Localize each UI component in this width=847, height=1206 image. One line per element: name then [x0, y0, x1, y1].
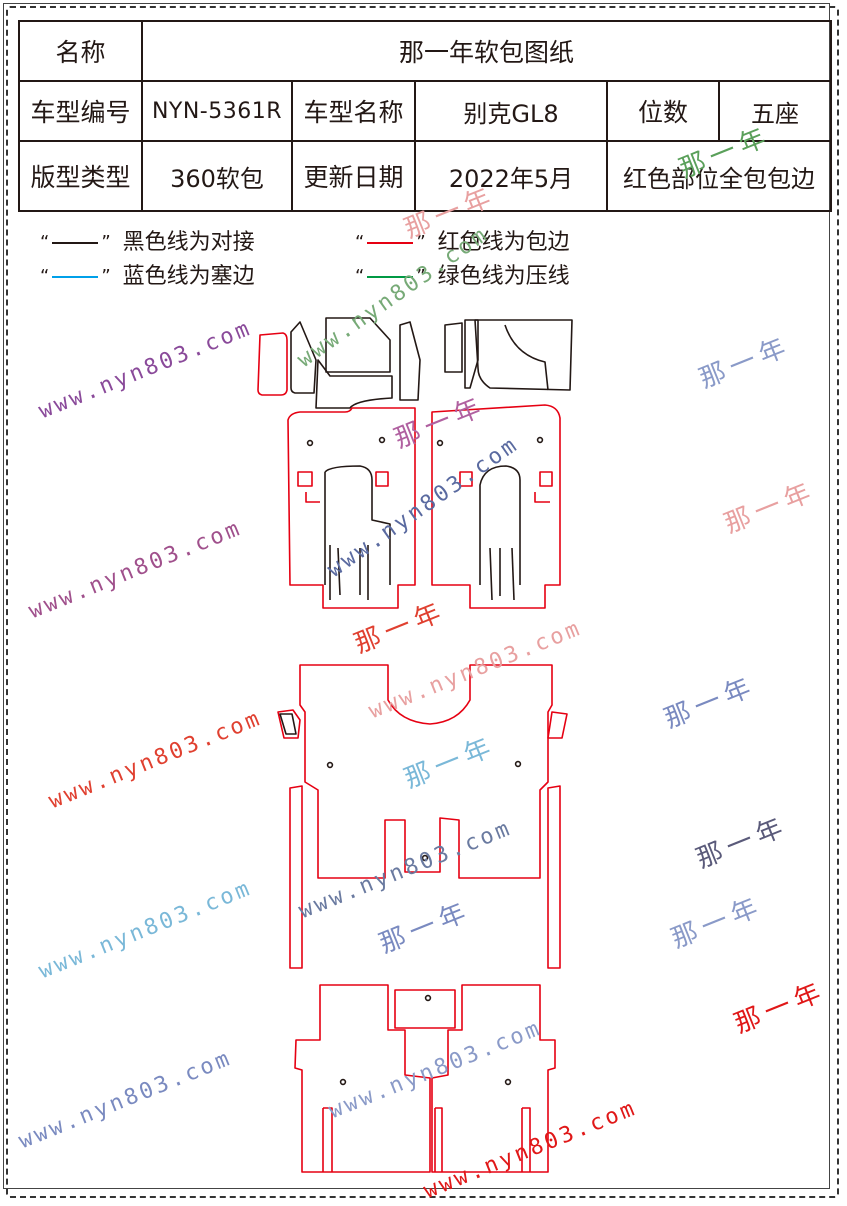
rear-hole-3 [504, 1078, 512, 1086]
front-right-inner-cut [479, 465, 521, 585]
front-right-pad-3 [474, 319, 573, 391]
front-left-pad-4 [315, 359, 393, 409]
front-left-inner-cut [324, 465, 391, 585]
drawing-title: 那一年软包图纸 [140, 20, 833, 82]
front-right-tab-1 [459, 471, 473, 487]
rear-hole-2 [424, 994, 432, 1002]
page-border [6, 6, 839, 1198]
front-left-hole-1 [306, 439, 314, 447]
red-line-swatch [367, 242, 414, 244]
front-left-main-mat [287, 407, 416, 609]
front-right-bracket [534, 492, 550, 503]
front-right-pad-1 [444, 322, 463, 373]
middle-left-side-panel [277, 709, 301, 739]
front-left-seat-rail-1 [329, 545, 341, 600]
spec-table: 名称 那一年软包图纸 车型编号 NYN-5361R 车型名称 别克GL8 位数 … [18, 20, 833, 212]
front-left-hole-2 [378, 436, 386, 444]
front-left-pad-1 [257, 332, 288, 396]
model-name-label: 车型名称 [291, 80, 416, 142]
middle-row-pieces [277, 664, 568, 969]
front-right-main-mat [431, 404, 561, 609]
seats-value: 五座 [717, 80, 833, 142]
model-code-value: NYN-5361R [141, 80, 293, 142]
legend-blue-label: 蓝色线为塞边 [122, 264, 255, 289]
black-line-swatch [52, 242, 99, 244]
front-left-bracket [305, 492, 320, 503]
middle-hole-2 [514, 760, 522, 768]
middle-hole-1 [326, 761, 334, 769]
front-left-tab-2 [375, 471, 389, 487]
pattern-type-label: 版型类型 [18, 140, 143, 212]
blue-line-swatch [52, 276, 99, 278]
pattern-type-value: 360软包 [141, 140, 293, 212]
middle-hole-3 [421, 854, 429, 862]
front-left-pad-3 [325, 317, 391, 373]
middle-left-side-panel-inner [279, 713, 297, 735]
front-right-hole-2 [536, 436, 544, 444]
update-date-label: 更新日期 [291, 140, 416, 212]
front-row-pieces [257, 317, 573, 609]
front-left-tab-1 [297, 471, 313, 487]
name-label: 名称 [18, 20, 143, 82]
middle-right-strip [547, 785, 561, 969]
legend-red: “” 红色线为包边 [355, 230, 570, 255]
rear-row-pieces [294, 984, 556, 1173]
middle-right-side-panel [547, 711, 568, 739]
update-date-value: 2022年5月 [414, 140, 608, 212]
model-name-value: 别克GL8 [414, 80, 608, 142]
green-line-swatch [367, 276, 414, 278]
rear-right-mat [431, 984, 556, 1173]
page-inner-border [3, 3, 830, 1189]
rear-hole-1 [339, 1078, 347, 1086]
rear-center-piece [394, 989, 456, 1029]
front-left-pad-2 [290, 321, 317, 394]
legend-black-label: 黑色线为对接 [122, 230, 255, 255]
legend-green-label: 绿色线为压线 [437, 264, 570, 289]
rear-left-slot [322, 1107, 333, 1172]
model-code-label: 车型编号 [18, 80, 143, 142]
middle-left-strip [289, 785, 303, 969]
rear-center-slot-1 [434, 1107, 443, 1172]
legend-green: “” 绿色线为压线 [355, 264, 570, 289]
rear-left-mat [294, 984, 431, 1173]
front-right-hole-1 [436, 439, 444, 447]
front-right-pad-3-inner [504, 324, 549, 391]
legend-blue: “” 蓝色线为塞边 [40, 264, 255, 289]
seats-label: 位数 [606, 80, 720, 142]
coverage-note: 红色部位全包包边 [605, 140, 833, 212]
front-right-seat-rail-1 [489, 547, 501, 601]
legend-black: “” 黑色线为对接 [40, 230, 255, 255]
legend-red-label: 红色线为包边 [437, 230, 570, 255]
front-right-tab-2 [539, 471, 553, 487]
middle-main-mat [299, 664, 553, 879]
front-right-seat-rail-2 [511, 547, 515, 601]
rear-right-slot [521, 1107, 531, 1172]
front-left-seat-rail-2 [359, 545, 369, 600]
front-left-pad-5 [399, 321, 421, 401]
